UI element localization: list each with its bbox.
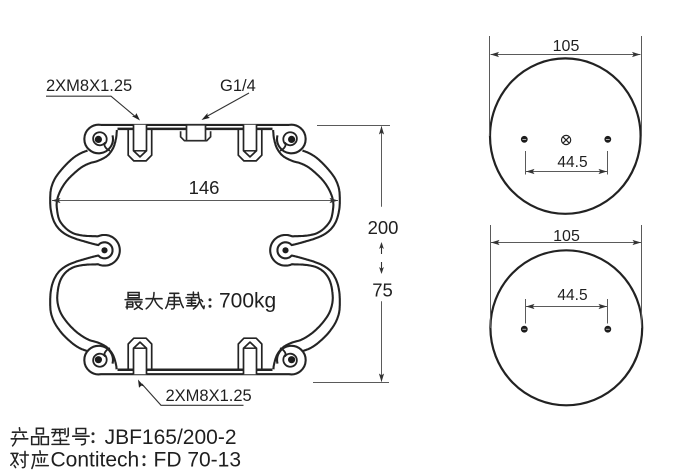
- svg-text:2XM8X1.25: 2XM8X1.25: [46, 77, 132, 95]
- svg-text:105: 105: [553, 228, 580, 245]
- svg-text:146: 146: [189, 177, 220, 198]
- svg-text:44.5: 44.5: [557, 287, 587, 304]
- svg-text:JBF165/200-2: JBF165/200-2: [105, 426, 237, 449]
- svg-text:2XM8X1.25: 2XM8X1.25: [166, 387, 252, 405]
- svg-text:44.5: 44.5: [557, 154, 587, 171]
- svg-text:700kg: 700kg: [219, 290, 276, 313]
- svg-text:G1/4: G1/4: [220, 77, 256, 95]
- svg-text:Contitech: Contitech: [51, 449, 140, 472]
- svg-text:75: 75: [372, 280, 393, 301]
- svg-text:200: 200: [368, 217, 399, 238]
- svg-text:FD 70-13: FD 70-13: [154, 449, 242, 472]
- svg-text:105: 105: [553, 38, 580, 55]
